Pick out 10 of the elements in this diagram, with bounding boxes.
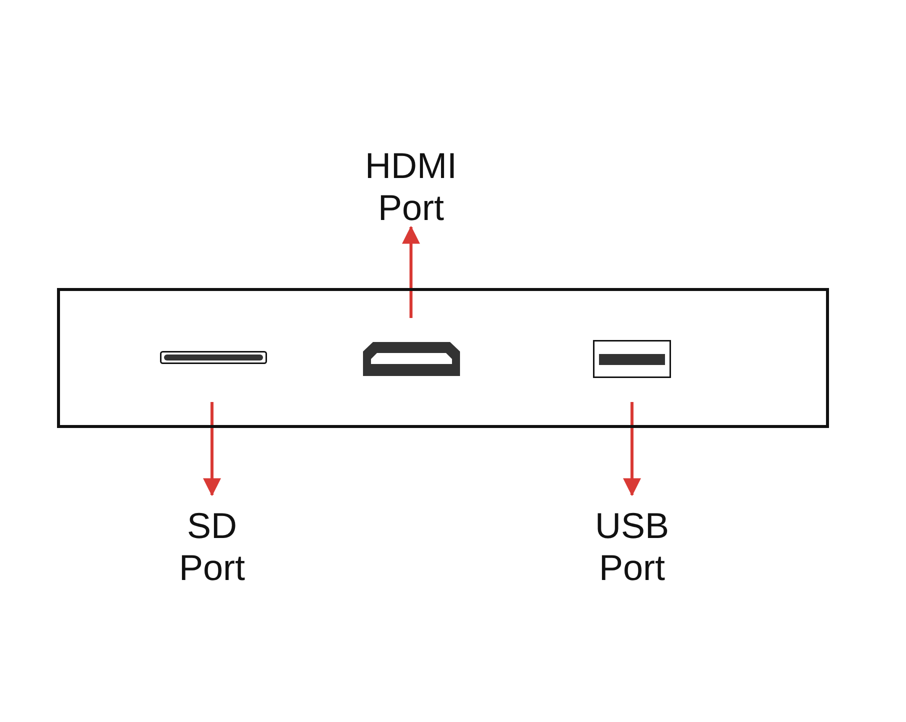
- hdmi-port: [363, 342, 460, 376]
- arrow: [203, 402, 221, 496]
- arrow: [402, 226, 420, 318]
- device-box: [57, 288, 829, 428]
- sd-card-slot: [160, 351, 267, 364]
- port-label: USB Port: [594, 505, 670, 589]
- port-label: HDMI Port: [364, 145, 458, 229]
- arrow: [623, 402, 641, 496]
- port-label: SD Port: [178, 505, 246, 589]
- usb-port: [593, 340, 671, 378]
